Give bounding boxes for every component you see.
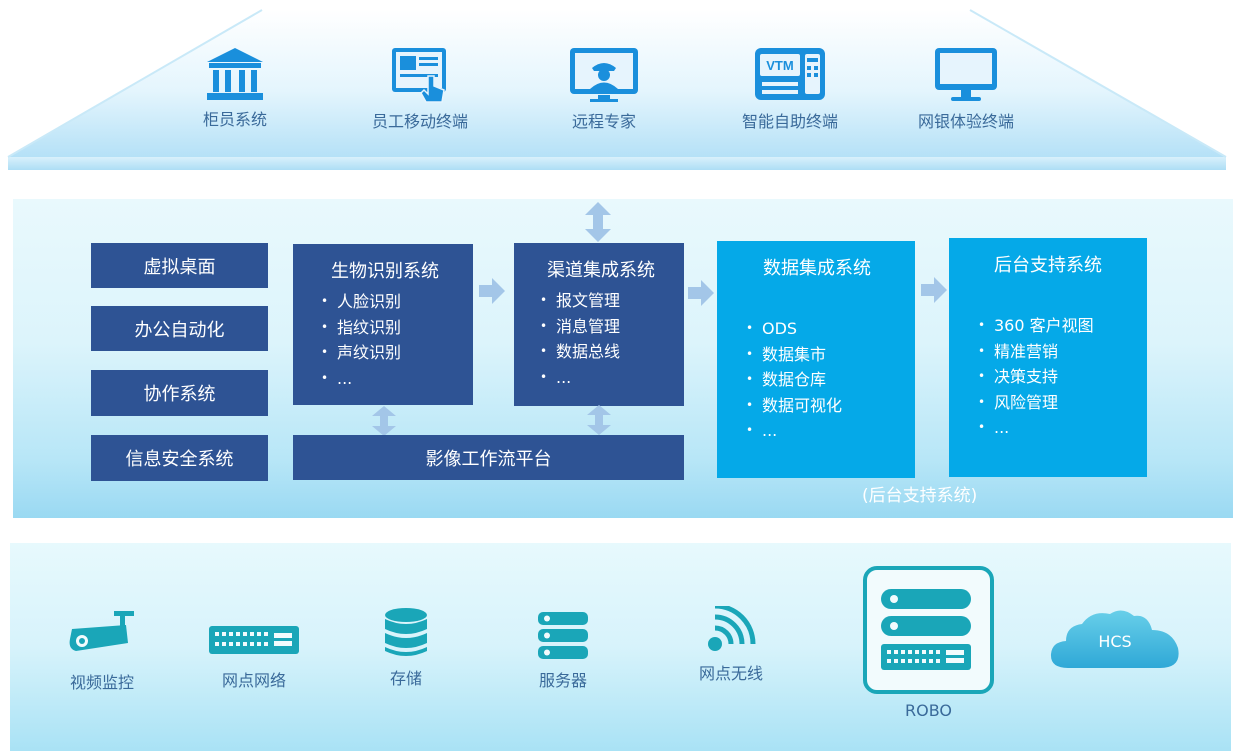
server-icon: [538, 612, 588, 659]
device-label: 服务器: [538, 671, 587, 690]
channel-integration-box: 渠道集成系统 报文管理 消息管理 数据总线 ...: [514, 243, 684, 406]
branch-network: 网点网络: [204, 625, 304, 691]
channel-list: 报文管理 消息管理 数据总线 ...: [540, 288, 684, 390]
data-integration-title: 数据集成系统: [763, 258, 871, 279]
terminal-label: 员工移动终端: [371, 112, 468, 131]
terminals-layer: 柜员系统 员工移动终端 远程专家 VTM: [0, 0, 1234, 175]
list-item: 决策支持: [978, 364, 1147, 390]
remote-expert-icon: [570, 48, 638, 102]
security-camera-icon: [69, 611, 134, 651]
list-item: ...: [321, 366, 473, 392]
virtual-desktop-box: 虚拟桌面: [91, 243, 268, 288]
right-arrow-icon: [479, 278, 505, 304]
terminal-label: 柜员系统: [202, 110, 267, 129]
collaboration-system-box: 协作系统: [91, 370, 268, 416]
list-item: 数据集市: [746, 342, 915, 368]
info-security-system-label: 信息安全系统: [125, 449, 234, 470]
network-switch-icon: [209, 626, 299, 654]
list-item: 声纹识别: [321, 340, 473, 366]
cloud-icon: [1050, 610, 1179, 668]
list-item: ODS: [746, 316, 915, 342]
right-arrow-icon: [688, 280, 714, 306]
terminal-smart-self-service: VTM 智能自助终端: [705, 46, 875, 132]
list-item: 指纹识别: [321, 315, 473, 341]
robo-server-icon: [881, 589, 971, 670]
terminal-ebank-experience: 网银体验终端: [881, 46, 1051, 132]
list-item: 数据仓库: [746, 367, 915, 393]
info-security-system-box: 信息安全系统: [91, 435, 268, 481]
list-item: ...: [746, 418, 915, 444]
vtm-icon: VTM: [755, 48, 825, 100]
backend-support-list: 360 客户视图 精准营销 决策支持 风险管理 ...: [978, 313, 1147, 441]
channel-integration-title: 渠道集成系统: [547, 260, 655, 281]
backend-support-caption: (后台支持系统): [862, 486, 978, 506]
monitor-icon: [935, 48, 997, 101]
hcs-label: HCS: [1098, 632, 1132, 651]
backend-support-box: 后台支持系统 360 客户视图 精准营销 决策支持 风险管理 ...: [949, 238, 1147, 477]
list-item: 人脸识别: [321, 289, 473, 315]
backend-support-title: 后台支持系统: [994, 255, 1102, 276]
list-item: 风险管理: [978, 390, 1147, 416]
robo-label: ROBO: [905, 701, 952, 720]
storage: 存储: [356, 607, 456, 689]
list-item: 精准营销: [978, 339, 1147, 365]
wireless-icon: [708, 606, 756, 651]
list-item: ...: [978, 415, 1147, 441]
up-down-arrow-icon: [372, 406, 396, 436]
servers: 服务器: [513, 611, 613, 691]
virtual-desktop-label: 虚拟桌面: [143, 256, 216, 278]
list-item: 报文管理: [540, 288, 684, 314]
data-integration-list: ODS 数据集市 数据仓库 数据可视化 ...: [746, 316, 915, 444]
terminal-label: 远程专家: [571, 112, 636, 131]
image-workflow-platform-box: 影像工作流平台: [293, 435, 684, 480]
video-surveillance: 视频监控: [52, 607, 152, 693]
right-arrow-icon: [921, 277, 947, 303]
list-item: 数据总线: [540, 339, 684, 365]
biometric-title: 生物识别系统: [331, 261, 439, 282]
branch-wireless: 网点无线: [681, 606, 781, 684]
biometric-system-box: 生物识别系统 人脸识别 指纹识别 声纹识别 ...: [293, 244, 473, 405]
list-item: 360 客户视图: [978, 313, 1147, 339]
data-integration-box: 数据集成系统 ODS 数据集市 数据仓库 数据可视化 ...: [717, 241, 915, 478]
vtm-icon-text: VTM: [766, 58, 793, 73]
image-workflow-platform-label: 影像工作流平台: [425, 448, 552, 470]
device-label: 网点无线: [698, 664, 763, 683]
terminal-remote-expert: 远程专家: [519, 46, 689, 132]
device-label: 视频监控: [69, 673, 134, 692]
up-down-arrow-icon: [585, 202, 611, 242]
office-automation-label: 办公自动化: [134, 319, 225, 341]
list-item: 消息管理: [540, 314, 684, 340]
collaboration-system-label: 协作系统: [143, 384, 216, 405]
terminal-teller-system: 柜员系统: [150, 46, 320, 130]
tablet-touch-icon: [392, 48, 446, 103]
terminal-label: 网银体验终端: [917, 112, 1014, 131]
storage-icon: [385, 608, 427, 656]
up-down-arrow-icon: [587, 405, 611, 435]
list-item: 数据可视化: [746, 393, 915, 419]
terminal-staff-mobile: 员工移动终端: [335, 46, 505, 132]
office-automation-box: 办公自动化: [91, 306, 268, 351]
list-item: ...: [540, 365, 684, 391]
bank-building-icon: [207, 48, 263, 100]
device-label: 网点网络: [221, 671, 286, 690]
device-label: 存储: [389, 669, 422, 688]
terminal-label: 智能自助终端: [741, 112, 838, 131]
biometric-list: 人脸识别 指纹识别 声纹识别 ...: [321, 289, 473, 391]
